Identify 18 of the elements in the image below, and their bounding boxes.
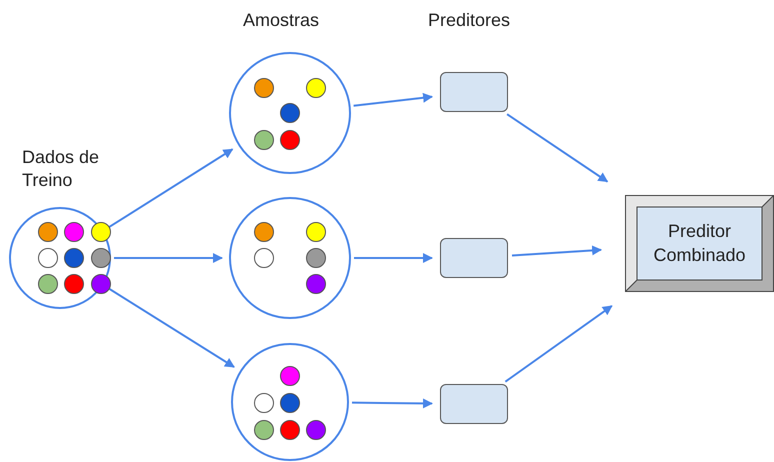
- sample-circle: [228, 51, 352, 175]
- sample-circle: [230, 342, 350, 462]
- combined-predictor-box: [625, 195, 774, 292]
- arrow: [504, 305, 613, 382]
- column-heading: Preditores: [428, 10, 510, 31]
- arrow: [353, 92, 434, 107]
- predictor-box: [440, 72, 508, 112]
- sample-circle: [228, 196, 352, 320]
- arrow: [114, 253, 223, 263]
- node-title: Dados de Treino: [22, 146, 100, 192]
- arrow: [352, 398, 433, 408]
- arrow: [354, 253, 433, 263]
- arrow: [512, 245, 602, 257]
- predictor-box: [440, 384, 508, 424]
- arrow: [506, 113, 608, 182]
- column-heading: Amostras: [243, 10, 320, 31]
- node-label: Preditor Combinado: [652, 220, 747, 267]
- predictor-box: [440, 238, 508, 278]
